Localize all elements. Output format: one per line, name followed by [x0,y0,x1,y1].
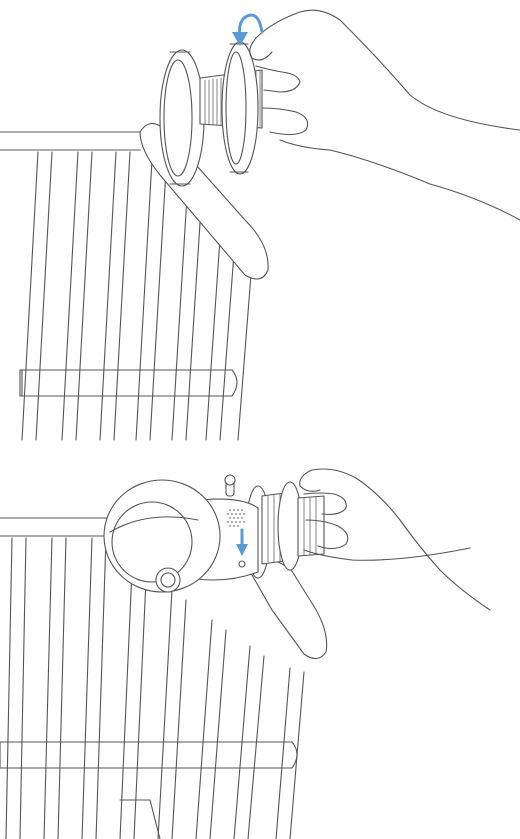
crib-top-rail [247,547,328,660]
step-1-panel [0,9,520,441]
locking-nut-ring [221,41,259,175]
hand [299,468,491,611]
mounting-pin [224,474,236,497]
step-1-illustration [0,9,520,441]
step-2-illustration [0,468,491,839]
camera-body [103,479,259,593]
camera-lens [155,567,181,593]
crib-slats [21,151,253,441]
crib-slats [5,537,305,839]
crib-frame [0,131,238,397]
mount-base-plate [159,49,205,187]
rotate-arrow-icon [232,13,264,46]
slide-down-arrow-icon [236,528,248,556]
step-2-panel [0,450,520,839]
crib-floor-board [119,799,161,839]
camera-indicator-light [238,560,246,568]
speaker-grille [227,509,245,527]
hand [249,9,520,221]
